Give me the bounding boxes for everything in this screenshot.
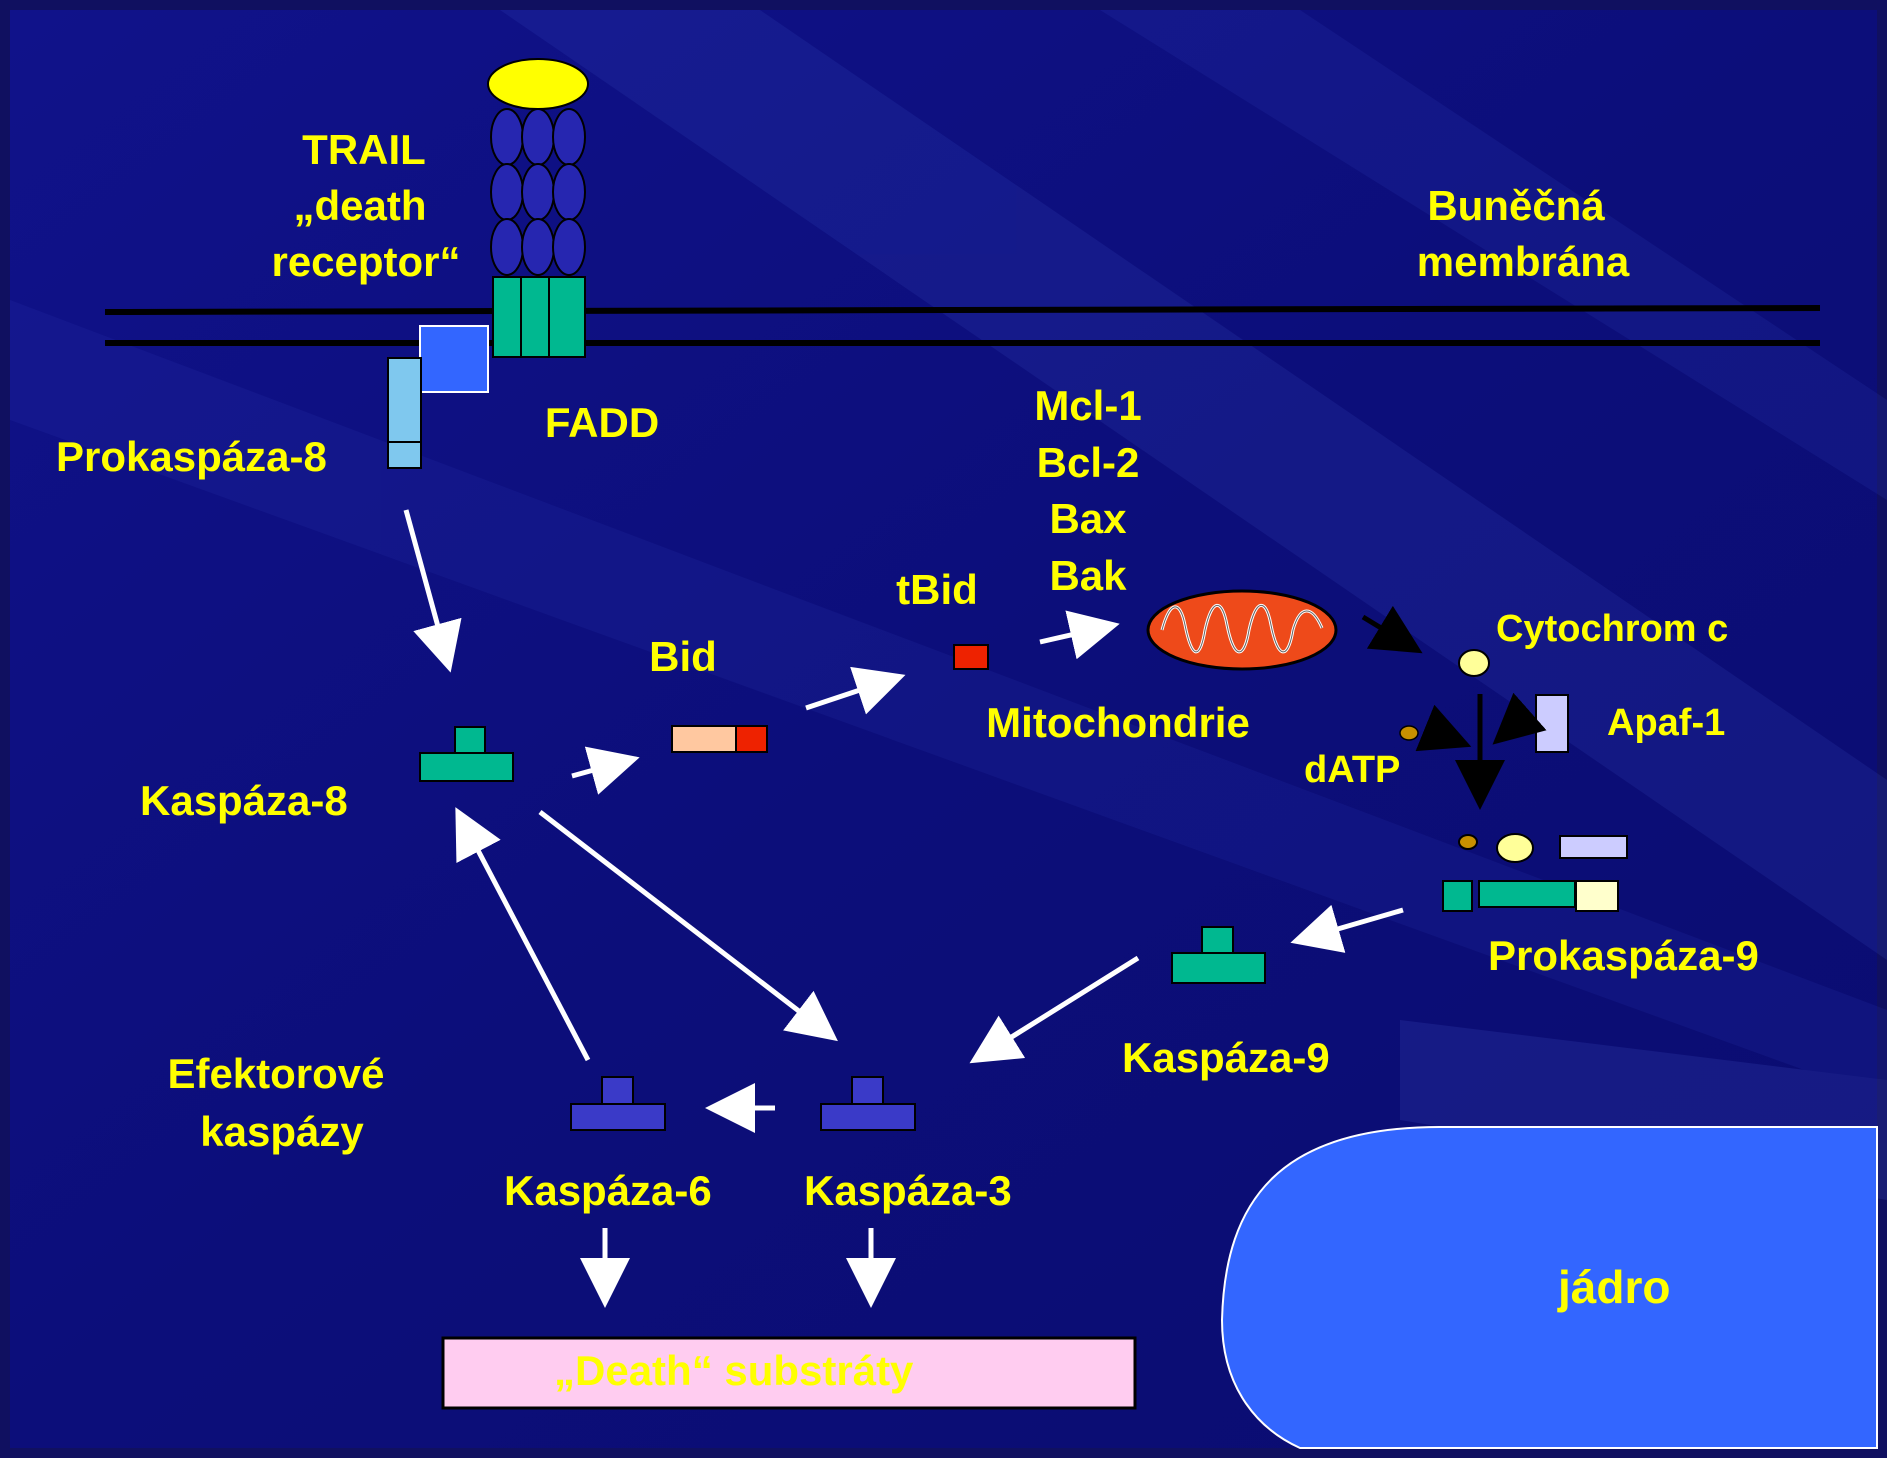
- label-caspase-6: Kaspáza-6: [504, 1167, 712, 1214]
- caspase-3-shape: [820, 1076, 916, 1131]
- receptor-transmembrane-domain: [492, 276, 586, 358]
- label-caspase-3: Kaspáza-3: [804, 1167, 1012, 1214]
- black-arrows: [1361, 605, 1547, 810]
- arrow-bid-to-tbid: [805, 666, 906, 715]
- label-trail-death: „death: [293, 182, 426, 229]
- arrow-caspase8-to-caspase3: [538, 810, 838, 1042]
- arrow-caspase6-to-caspase8: [455, 807, 591, 1062]
- label-procaspase-9: Prokaspáza-9: [1488, 932, 1759, 979]
- bid-shape: [671, 725, 768, 753]
- arrow-datp-to-apoptosome: [1415, 704, 1472, 752]
- cytochrome-c-shape: [1458, 649, 1490, 677]
- trail-death-receptor: [487, 58, 589, 358]
- label-datp: dATP: [1304, 749, 1400, 791]
- label-bak: Bak: [1049, 552, 1127, 599]
- membrane-line-outer: [104, 305, 1821, 315]
- apaf-1-shape: [1535, 694, 1569, 753]
- death-substrates-box: [441, 1336, 1137, 1410]
- tbid-shape: [953, 644, 989, 670]
- label-cytochrome-c: Cytochrom c: [1496, 608, 1728, 650]
- apoptosome-shape: [1442, 833, 1628, 912]
- arrow-mitochondria-to-cytochrome: [1361, 605, 1423, 654]
- label-apaf-1: Apaf-1: [1607, 702, 1725, 744]
- label-bax: Bax: [1049, 495, 1127, 542]
- label-tbid: tBid: [896, 566, 978, 613]
- fadd-box: [419, 325, 489, 393]
- label-procaspase-8: Prokaspáza-8: [56, 433, 327, 480]
- caspase-9-shape: [1171, 926, 1266, 984]
- arrow-caspase8-to-bid: [571, 746, 640, 795]
- arrow-procaspase8-to-caspase8: [403, 509, 462, 673]
- mitochondria-shape: [1146, 589, 1338, 671]
- label-trail-receptor: receptor“: [271, 238, 460, 285]
- label-caspase-8: Kaspáza-8: [140, 777, 348, 824]
- label-mcl-1: Mcl-1: [1034, 382, 1141, 429]
- label-trail: TRAIL: [302, 126, 426, 173]
- label-bcl-2: Bcl-2: [1037, 439, 1140, 486]
- label-mitochondria: Mitochondrie: [986, 699, 1250, 746]
- arrow-apaf1-to-apoptosome: [1492, 692, 1547, 745]
- procaspase-8-shape: [387, 357, 422, 469]
- label-bid: Bid: [649, 633, 717, 680]
- label-membrane-1: Buněčná: [1427, 182, 1605, 229]
- label-caspase-9: Kaspáza-9: [1122, 1034, 1330, 1081]
- trail-ligand: [487, 58, 589, 110]
- arrow-tbid-to-mitochondria: [1039, 610, 1120, 660]
- caspase-8-shape: [419, 726, 514, 782]
- label-effector-1: Efektorové: [167, 1050, 384, 1097]
- label-death-substrates: „Death“ substráty: [554, 1347, 914, 1394]
- label-effector-2: kaspázy: [200, 1108, 364, 1155]
- label-fadd: FADD: [545, 399, 659, 446]
- label-membrane-2: membrána: [1417, 238, 1630, 285]
- nucleus-shape: [1220, 1126, 1878, 1449]
- arrow-caspase9-to-caspase3: [969, 955, 1140, 1064]
- label-nucleus: jádro: [1557, 1261, 1670, 1313]
- caspase-6-shape: [570, 1076, 666, 1131]
- white-arrows: [403, 509, 1404, 1308]
- datp-shape: [1399, 725, 1419, 741]
- receptor-extracellular-domains: [490, 108, 586, 276]
- arrow-procaspase9-to-caspase9: [1290, 904, 1404, 953]
